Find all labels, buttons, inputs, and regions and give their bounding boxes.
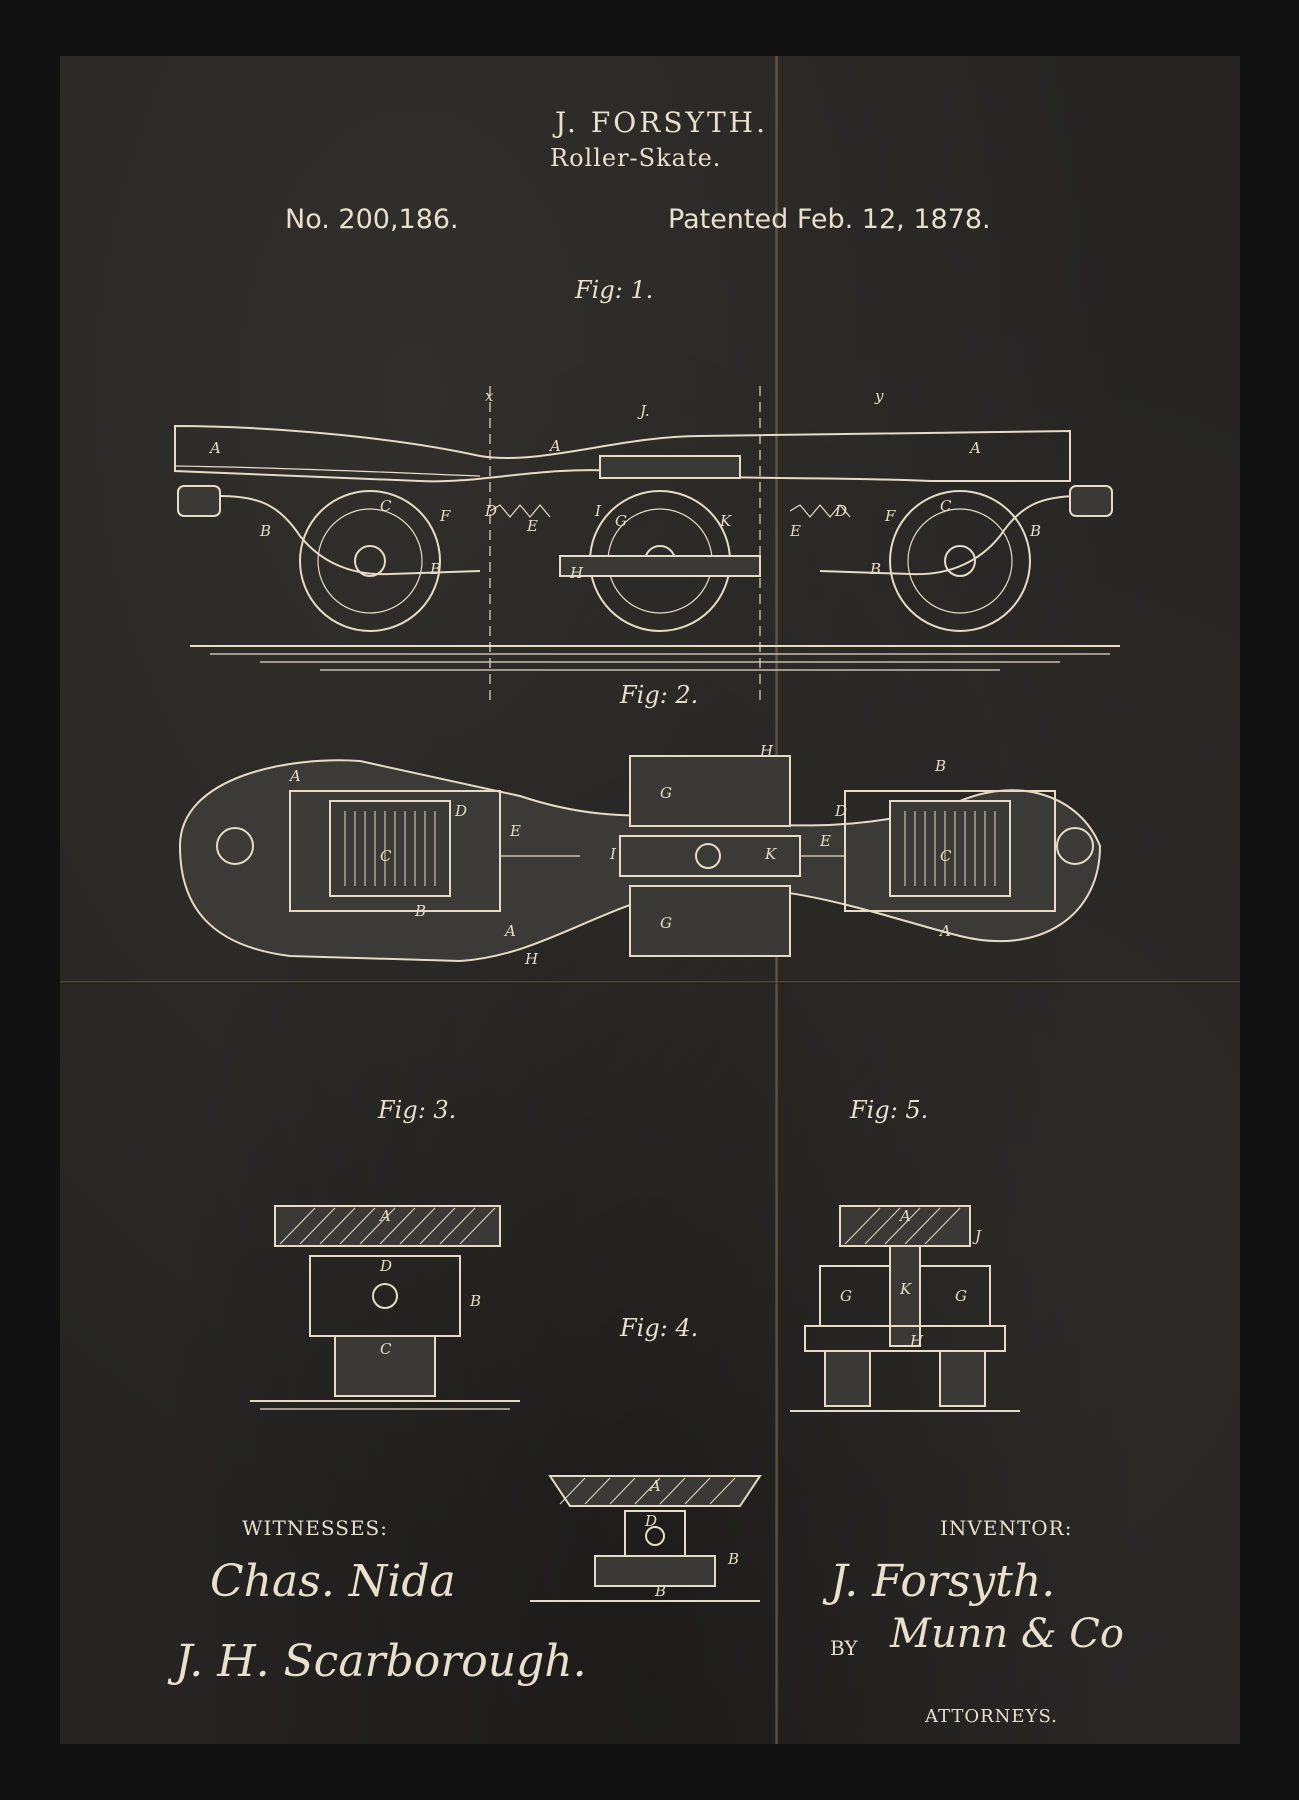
svg-text:J: J — [972, 1227, 982, 1245]
svg-text:B: B — [1029, 522, 1041, 540]
svg-text:D: D — [644, 1512, 657, 1530]
by-label: BY — [830, 1636, 858, 1660]
inventor-label: INVENTOR: — [940, 1516, 1072, 1540]
inventor-signature: J. Forsyth. — [830, 1556, 1055, 1607]
svg-text:C: C — [380, 497, 392, 515]
fig-1-drawing: A A A J. C C G H D D F F E E K I B B B B — [175, 386, 1120, 706]
svg-text:G: G — [615, 512, 627, 530]
svg-text:B: B — [934, 757, 946, 775]
svg-text:E: E — [526, 517, 538, 535]
svg-text:y: y — [874, 387, 884, 405]
svg-text:A: A — [208, 439, 221, 457]
svg-text:A: A — [548, 437, 561, 455]
witness-signature-2: J. H. Scarborough. — [175, 1636, 587, 1687]
svg-text:C: C — [380, 847, 392, 865]
svg-text:K: K — [899, 1280, 912, 1298]
svg-text:A: A — [648, 1477, 661, 1495]
svg-text:E: E — [789, 522, 801, 540]
svg-text:B: B — [869, 560, 881, 578]
svg-text:G: G — [660, 784, 672, 802]
fig-2-drawing: A A B A C C G G H H E E I K D D B — [180, 742, 1100, 968]
svg-text:A: A — [898, 1207, 911, 1225]
svg-text:D: D — [454, 802, 467, 820]
svg-text:D: D — [484, 502, 497, 520]
attorney-signature: Munn & Co — [890, 1611, 1124, 1657]
svg-text:B: B — [469, 1292, 481, 1310]
attorneys-label: ATTORNEYS. — [925, 1706, 1058, 1727]
svg-text:D: D — [379, 1257, 392, 1275]
svg-text:K: K — [719, 512, 732, 530]
svg-text:B: B — [414, 902, 426, 920]
svg-text:A: A — [378, 1207, 391, 1225]
svg-text:G: G — [840, 1287, 852, 1305]
svg-text:D: D — [834, 802, 847, 820]
svg-text:A: A — [503, 922, 516, 940]
svg-text:C: C — [940, 847, 952, 865]
fig-3-drawing: A D B C — [250, 1206, 520, 1409]
svg-text:H: H — [569, 564, 584, 582]
fig-5-drawing: A J G G H K — [790, 1206, 1020, 1411]
svg-text:K: K — [764, 845, 777, 863]
svg-text:A: A — [968, 439, 981, 457]
patent-drawings: A A A J. C C G H D D F F E E K I B B B B — [60, 56, 1240, 1744]
svg-text:F: F — [439, 507, 451, 525]
svg-text:D: D — [834, 502, 847, 520]
svg-text:B: B — [727, 1550, 739, 1568]
svg-text:C: C — [940, 497, 952, 515]
svg-text:H: H — [759, 742, 774, 760]
svg-text:G: G — [660, 914, 672, 932]
svg-text:B: B — [429, 560, 441, 578]
svg-text:F: F — [884, 507, 896, 525]
svg-text:A: A — [938, 922, 951, 940]
patent-sheet: J. FORSYTH. Roller-Skate. No. 200,186. P… — [60, 56, 1240, 1744]
svg-text:I: I — [594, 502, 602, 520]
fig-4-drawing: A D B B — [530, 1476, 760, 1601]
witness-signature-1: Chas. Nida — [210, 1556, 456, 1607]
svg-text:H: H — [524, 950, 539, 968]
svg-text:E: E — [819, 832, 831, 850]
svg-text:H: H — [909, 1332, 924, 1350]
svg-text:C: C — [380, 1340, 392, 1358]
svg-text:E: E — [509, 822, 521, 840]
svg-text:A: A — [288, 767, 301, 785]
svg-text:B: B — [259, 522, 271, 540]
svg-text:G: G — [955, 1287, 967, 1305]
svg-text:B: B — [654, 1582, 666, 1600]
svg-text:I: I — [609, 845, 617, 863]
svg-text:J.: J. — [637, 402, 650, 420]
witnesses-label: WITNESSES: — [242, 1516, 388, 1540]
svg-text:x: x — [485, 387, 494, 405]
